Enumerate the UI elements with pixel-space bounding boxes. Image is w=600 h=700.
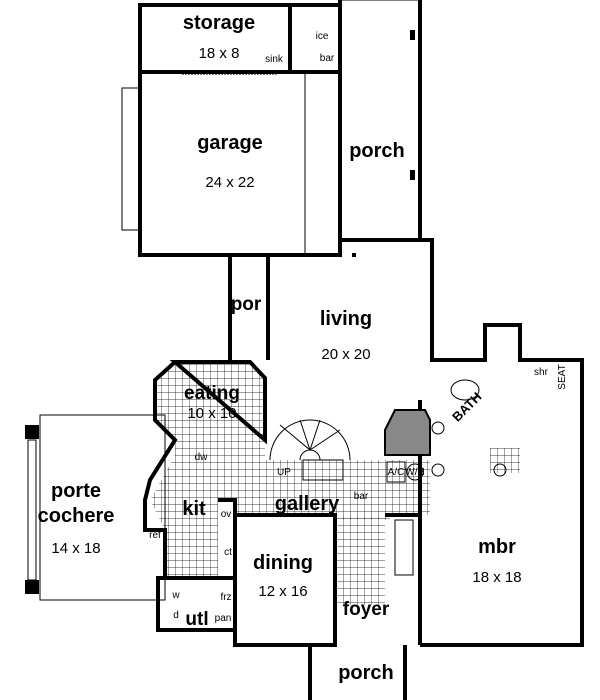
frz-label: frz — [220, 592, 231, 603]
ct-label: ct — [224, 547, 232, 558]
garage-door — [121, 87, 141, 231]
washer-label: w — [171, 590, 180, 601]
living-label: living — [320, 308, 372, 330]
front-porch-label: porch — [338, 662, 394, 684]
sink-label: sink — [265, 54, 284, 65]
stair-up-label: UP — [277, 467, 291, 478]
dining-label: dining — [253, 552, 313, 574]
pan-label: pan — [215, 613, 232, 624]
shower-label: shr — [534, 367, 549, 378]
garage-size: 24 x 22 — [205, 174, 254, 191]
dw-label: dw — [195, 452, 209, 463]
storage-size: 18 x 8 — [199, 45, 240, 62]
dining-walls — [233, 513, 337, 647]
utility-label: utl — [185, 609, 208, 630]
ref-label: ref — [149, 530, 161, 541]
side-porch-label: por — [231, 294, 262, 315]
mbr-label: mbr — [478, 536, 516, 558]
foyer-label: foyer — [343, 599, 390, 620]
mbr-size: 18 x 18 — [472, 569, 521, 586]
wh-label: W/H — [405, 467, 424, 478]
porte-cochere-label-1: porte — [51, 480, 101, 502]
seat-label: SEAT — [557, 364, 568, 389]
dining-size: 12 x 16 — [258, 583, 307, 600]
porte-cochere-label-2: cochere — [38, 505, 115, 527]
kitchen-label: kit — [182, 498, 206, 520]
rear-porch-label: porch — [349, 140, 405, 162]
dryer-label: d — [173, 610, 179, 621]
tile-floor — [150, 362, 520, 605]
bar-label: bar — [320, 53, 335, 64]
garage-label: garage — [197, 132, 263, 154]
gallery-bar-label: bar — [354, 491, 369, 502]
mechanical — [384, 379, 507, 576]
walls — [25, 0, 584, 700]
ac-label: A/C — [388, 467, 405, 478]
spiral-stair — [269, 419, 351, 481]
living-size: 20 x 20 — [321, 346, 370, 363]
gallery-label: gallery — [275, 493, 340, 515]
eating-label: eating — [184, 383, 240, 404]
bath-label: BATH — [449, 389, 484, 424]
storage-label: storage — [183, 12, 255, 34]
ice-label: ice — [316, 31, 329, 42]
ov-label: ov — [221, 509, 232, 520]
garage-walls — [138, 70, 342, 257]
eating-size: 10 x 10 — [187, 405, 236, 422]
porte-cochere-size: 14 x 18 — [51, 540, 100, 557]
porte-cochere-outline — [39, 414, 166, 601]
